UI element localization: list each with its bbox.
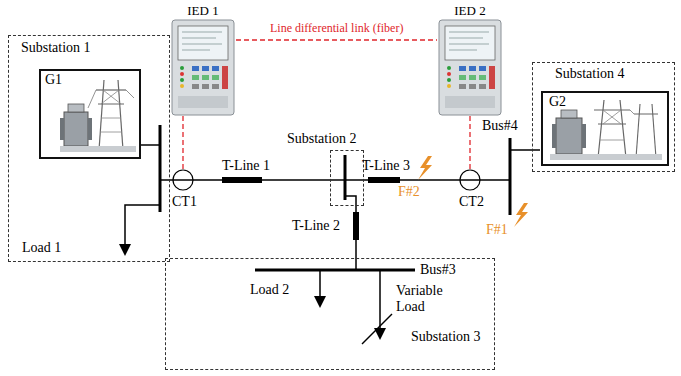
line-segments — [222, 177, 400, 240]
link-label: Line differential link (fiber) — [268, 21, 405, 35]
ct-label: CT1 — [172, 194, 197, 210]
fault-symbols — [418, 156, 528, 227]
node-title: Substation 4 — [555, 66, 625, 82]
node-title: IED 2 — [437, 3, 503, 19]
substation-box: Substation 4 G2 — [532, 62, 675, 172]
ied-device: IED 2 — [437, 2, 503, 118]
node-title: Substation 1 — [21, 40, 91, 56]
node-title: G2 — [549, 94, 566, 110]
generator-box: G2 — [541, 91, 669, 166]
substation-box: Substation 1 G1 — [8, 35, 170, 262]
load-label: Variable Load — [396, 283, 454, 315]
node-title: Substation 3 — [411, 329, 481, 345]
node-title: Substation 2 — [287, 131, 357, 147]
substation-box: Substation 2 — [330, 150, 364, 206]
bus-label: Bus#4 — [482, 118, 518, 134]
load-label: Load 1 — [22, 240, 61, 256]
node-title: G1 — [45, 72, 62, 88]
node-title: IED 1 — [170, 3, 236, 19]
line-label: T-Line 2 — [292, 218, 340, 234]
ct-label: CT2 — [459, 194, 484, 210]
bus-label: Bus#3 — [420, 262, 456, 278]
load-label: Load 2 — [250, 282, 289, 298]
fault-label: F#2 — [398, 184, 420, 200]
g1-plant-picture — [60, 80, 136, 152]
fiber-link — [236, 39, 437, 40]
ied-device: IED 1 — [170, 2, 236, 118]
network-wiring — [125, 125, 540, 344]
g2-plant-picture — [550, 100, 662, 160]
ied-device-picture — [172, 20, 234, 115]
line-label: T-Line 3 — [362, 158, 410, 174]
generator-box: G1 — [39, 69, 141, 159]
line-label: T-Line 1 — [222, 158, 270, 174]
fault-label: F#1 — [486, 222, 508, 238]
ied-device-picture — [439, 20, 501, 115]
